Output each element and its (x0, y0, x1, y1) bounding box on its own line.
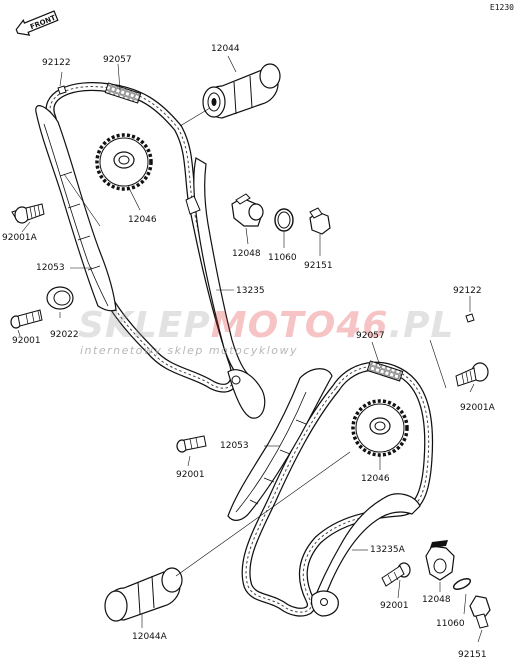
cam-sprocket-12046-top (95, 133, 153, 191)
camshaft-12044 (202, 63, 281, 119)
callout-12053-top: 12053 (36, 263, 65, 273)
bolt-92151-bottom (469, 595, 491, 629)
callout-12044a: 12044A (132, 632, 167, 642)
tensioner-12048-bottom (425, 540, 455, 581)
callout-92022: 92022 (50, 330, 79, 340)
callout-92057-bottom: 92057 (356, 331, 385, 341)
washer-92022 (46, 286, 74, 310)
callout-92151-bottom: 92151 (458, 650, 487, 660)
callout-92122-top: 92122 (42, 58, 71, 68)
bolt-92001-bottom (381, 562, 411, 587)
callout-12048-bottom: 12048 (422, 595, 451, 605)
watermark-part3: 46 (336, 305, 389, 346)
callout-11060-bottom: 11060 (436, 619, 465, 629)
pin-92122-top (57, 85, 67, 95)
callout-92001a-top: 92001A (2, 233, 37, 243)
callout-92001-bottom: 92001 (380, 601, 409, 611)
front-arrow: FRONT (15, 10, 59, 36)
callout-13235a: 13235A (370, 545, 405, 555)
cam-sprocket-12046-bottom (351, 399, 409, 457)
leader-lines-bottom (141, 296, 483, 643)
cam-chain-13235A (241, 361, 434, 617)
watermark-part4: .PL (388, 305, 455, 346)
tensioner-12048-top (231, 193, 264, 227)
callout-92001-mid: 92001 (176, 470, 205, 480)
callout-12046-bottom: 12046 (361, 474, 390, 484)
gasket-11060-bottom (452, 578, 472, 590)
bolt-92151-top (309, 207, 331, 235)
bolt-92001A-bottom (455, 362, 489, 387)
callout-12053-bottom: 12053 (220, 441, 249, 451)
leader-lines-top (17, 55, 321, 337)
callout-11060-top: 11060 (268, 253, 297, 263)
watermark-part2: MOTO (210, 305, 337, 346)
tensioner-guide-top (185, 157, 266, 419)
callout-12046-top: 12046 (128, 215, 157, 225)
camshaft-12044A (104, 567, 183, 622)
bolt-92001A-top (11, 203, 45, 224)
callout-92001a-bottom: 92001A (460, 403, 495, 413)
pin-92122-bottom (465, 313, 475, 323)
callout-92001-top: 92001 (12, 336, 41, 346)
callout-92151-top: 92151 (304, 261, 333, 271)
watermark-tagline: internetowy sklep motocyklowy (80, 344, 299, 357)
chain-link-92057-top (104, 82, 142, 104)
bolt-92001-top (10, 309, 43, 329)
callout-92122-bottom: 92122 (453, 286, 482, 296)
callout-13235: 13235 (236, 286, 265, 296)
tensioner-guide-bottom (310, 493, 421, 617)
watermark-logo: SKLEPMOTO46.PL (78, 308, 454, 344)
callout-12044: 12044 (211, 44, 240, 54)
gasket-11060-top (274, 208, 294, 232)
diagram-code: E1230 (489, 3, 514, 12)
chain-guide-12053-top (35, 105, 117, 312)
callout-92057-top: 92057 (103, 55, 132, 65)
callout-12048-top: 12048 (232, 249, 261, 259)
bolt-92001-mid (176, 435, 207, 453)
chain-link-92057-bottom (366, 360, 404, 382)
watermark-part1: SKLEP (78, 305, 211, 346)
chain-guide-12053-bottom (227, 368, 333, 521)
